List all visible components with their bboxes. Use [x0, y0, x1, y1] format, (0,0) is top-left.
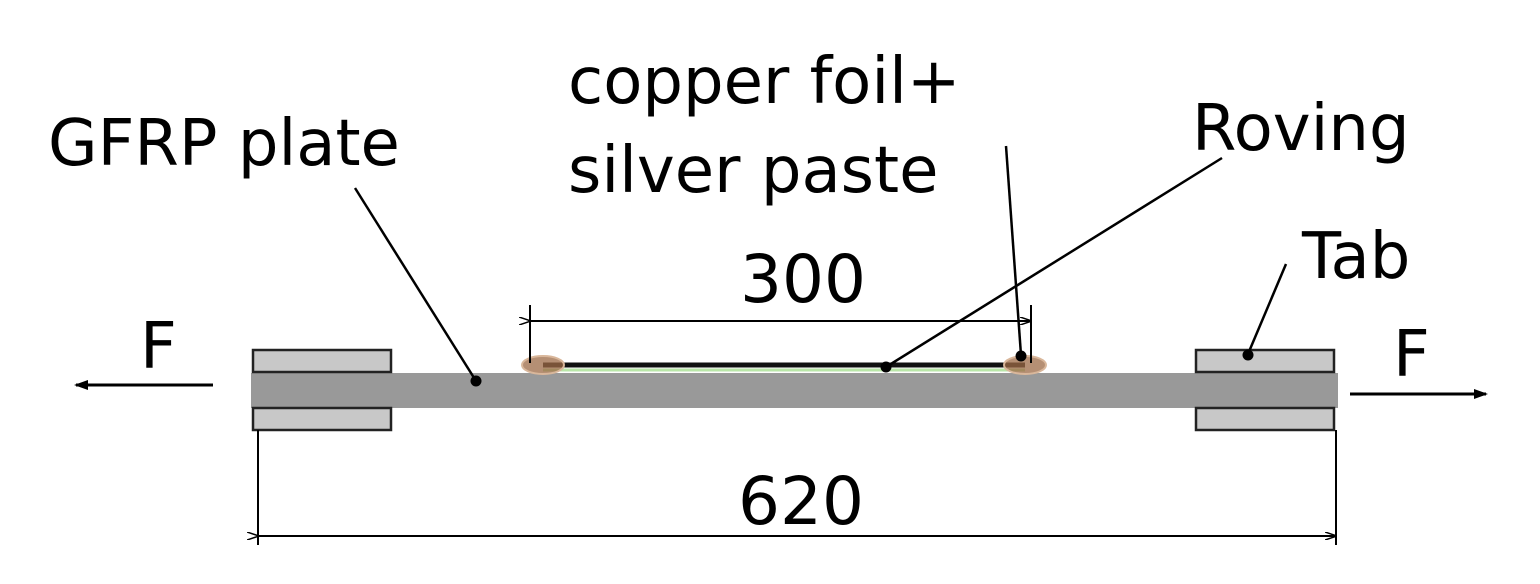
leader-roving-dot: [880, 361, 892, 373]
label-force-right: F: [1393, 318, 1430, 392]
tab-right-bottom: [1194, 406, 1336, 432]
label-dim-620: 620: [738, 463, 864, 540]
leader-gfrp: [353, 187, 478, 382]
label-roving: Roving: [1192, 92, 1410, 166]
label-tab: Tab: [1301, 220, 1410, 294]
tab-left-bottom: [251, 406, 393, 432]
label-silver-paste: silver paste: [568, 134, 938, 208]
tab-left-top: [251, 348, 393, 374]
leader-tab-dot: [1242, 349, 1254, 361]
electrode-left: [521, 355, 565, 375]
tab-right-top: [1194, 348, 1336, 374]
label-copper-foil: copper foil+: [568, 45, 961, 119]
label-dim-300: 300: [740, 241, 866, 318]
leader-tab: [1246, 263, 1288, 355]
leader-roving: [885, 156, 1223, 369]
leader-copper-dot: [1015, 350, 1027, 362]
label-gfrp-plate: GFRP plate: [48, 107, 400, 181]
leader-gfrp-dot: [470, 375, 482, 387]
gfrp-plate: [251, 373, 1338, 408]
leader-copper: [1004, 145, 1023, 356]
label-force-left: F: [140, 310, 177, 384]
